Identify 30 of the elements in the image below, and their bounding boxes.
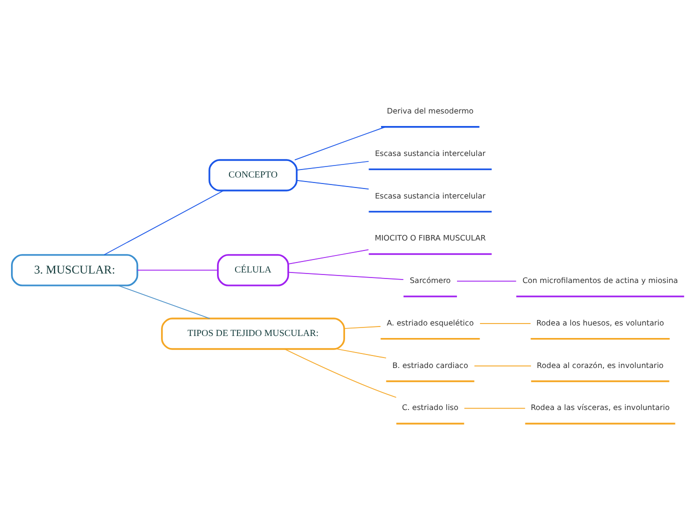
node-box: CONCEPTO xyxy=(208,159,298,192)
node-text: Rodea a las vísceras, es involuntario xyxy=(530,403,670,412)
node-text: MIOCITO O FIBRA MUSCULAR xyxy=(374,234,486,243)
connector xyxy=(480,323,532,324)
node-text: Con microfilamentos de actina y miosina xyxy=(522,276,678,286)
node-text: Escasa sustancia intercelular xyxy=(374,148,486,158)
node-text: Escasa sustancia intercelular xyxy=(374,191,486,200)
connector xyxy=(294,126,386,160)
connector xyxy=(344,326,381,329)
node-text: Rodea al corazón, es involuntario xyxy=(536,360,664,370)
node-text: Rodea a los huesos, es voluntario xyxy=(536,318,664,328)
connector xyxy=(288,272,404,280)
connector xyxy=(464,408,526,409)
node-text: C. estriado liso xyxy=(402,403,458,412)
node-text: Sarcómero xyxy=(410,276,451,286)
node-box: CÉLULA xyxy=(217,254,290,286)
connector xyxy=(336,348,386,358)
connector xyxy=(118,285,210,319)
connector xyxy=(104,190,224,256)
node-text: Deriva del mesodermo xyxy=(386,106,474,116)
node-box: TIPOS DE TEJIDO MUSCULAR: xyxy=(161,318,346,350)
connector xyxy=(284,348,397,398)
connector xyxy=(137,270,218,271)
node-text: A. estriado esquelético xyxy=(386,318,474,328)
node-box: 3. MUSCULAR: xyxy=(11,254,138,286)
node-text: B. estriado cardiaco xyxy=(392,360,468,370)
connector xyxy=(296,160,370,170)
connector xyxy=(456,280,517,282)
connector xyxy=(288,249,369,264)
connector xyxy=(296,180,370,190)
